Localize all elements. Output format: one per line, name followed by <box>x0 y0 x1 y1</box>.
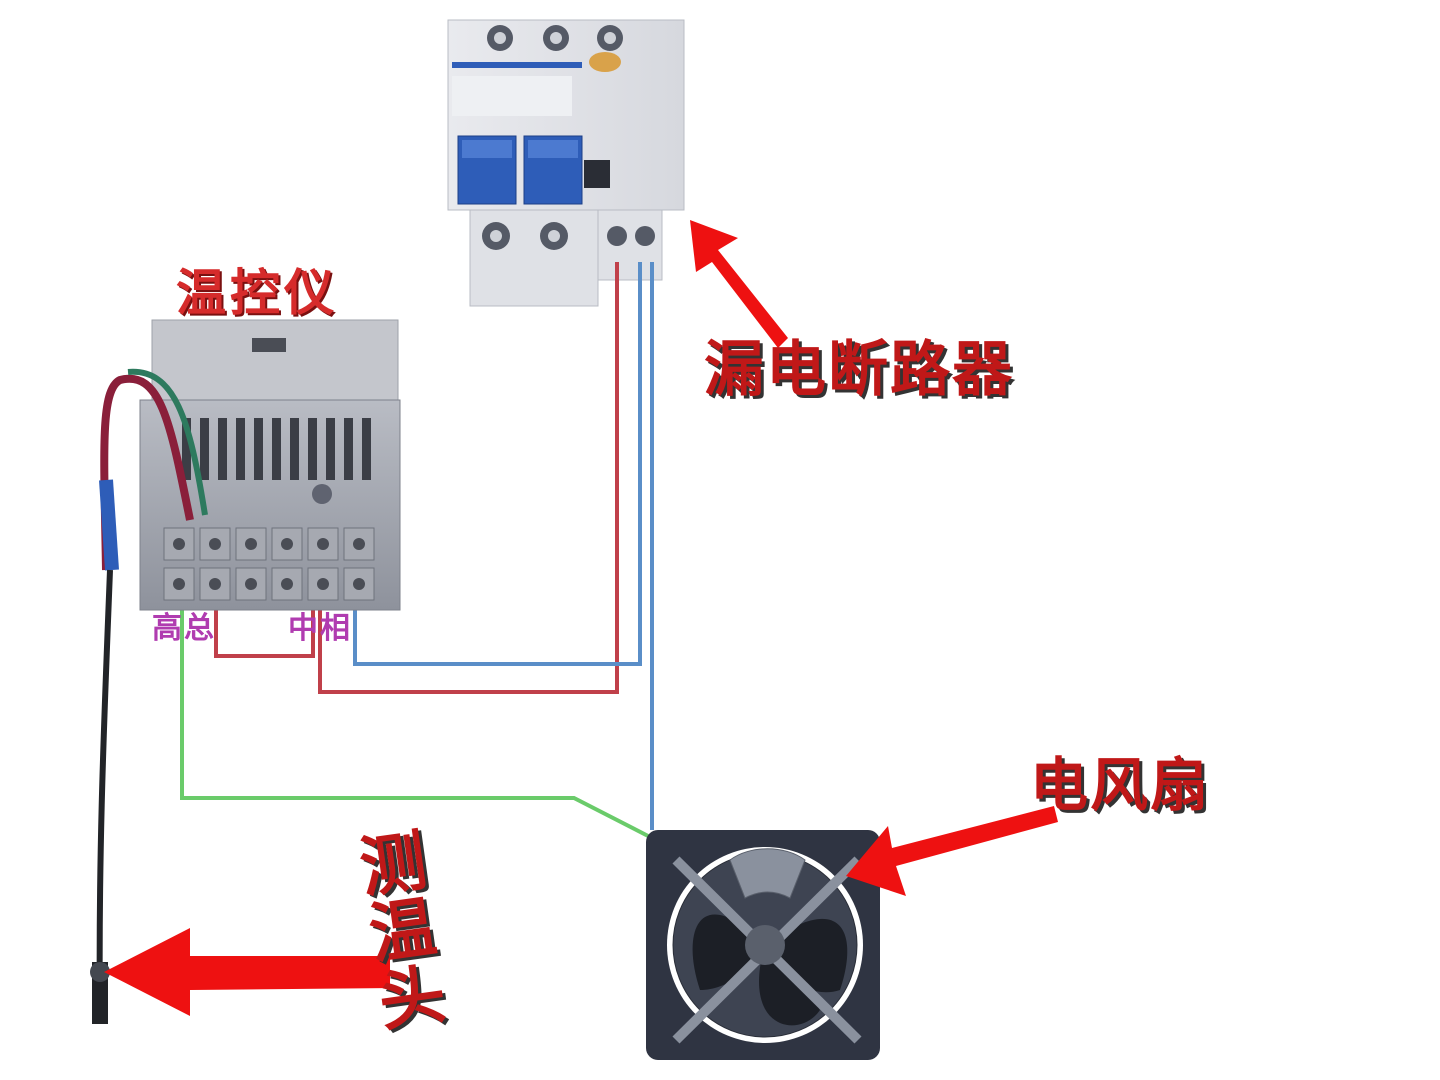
thermostat-label: 温控仪 <box>176 264 338 322</box>
breaker-label: 漏电断路器 <box>704 335 1014 405</box>
arrow-icon <box>104 220 1058 1016</box>
terminal-label-right: 中相 <box>288 611 352 646</box>
terminal-label-left: 高总 <box>152 611 216 646</box>
fan-label: 电风扇 <box>1030 751 1211 819</box>
fan-icon <box>646 830 880 1060</box>
thermostat-icon <box>139 319 401 611</box>
probe-icon <box>90 368 208 1024</box>
breaker-icon <box>447 19 685 307</box>
wires <box>180 262 654 840</box>
